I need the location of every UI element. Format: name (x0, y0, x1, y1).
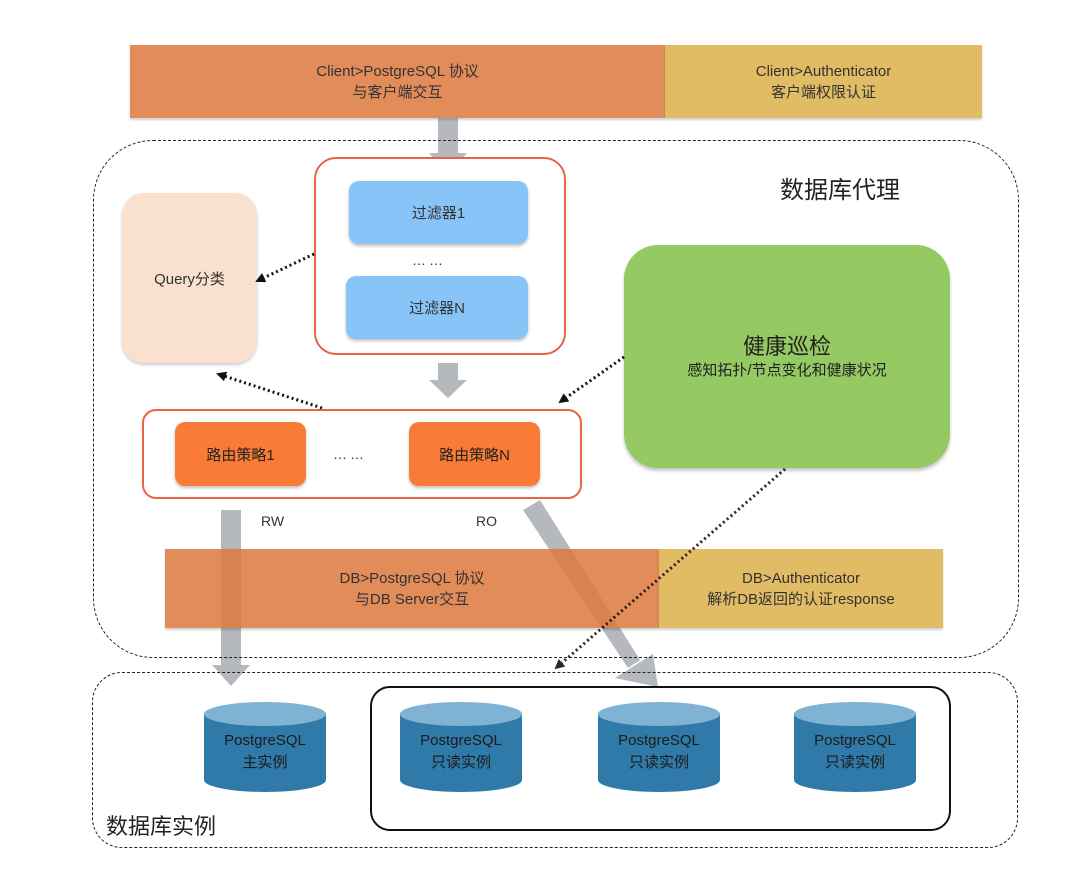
health-check-box: 健康巡检 感知拓扑/节点变化和健康状况 (624, 245, 950, 468)
ro-label: RO (476, 513, 497, 529)
route-last: 路由策略N (409, 422, 540, 486)
client-protocol-line1: Client>PostgreSQL 协议 (316, 62, 479, 80)
rw-label: RW (261, 513, 285, 529)
database-cylinder-icon (598, 702, 720, 792)
health-check-title: 健康巡检 (742, 333, 831, 359)
db-replica-2: PostgreSQL 只读实例 (597, 700, 721, 792)
db-replica-2-line2: 只读实例 (628, 754, 689, 771)
route-first-label: 路由策略1 (206, 446, 275, 464)
client-auth-bar: Client>Authenticator 客户端权限认证 (665, 45, 982, 118)
db-replica-1: PostgreSQL 只读实例 (399, 700, 523, 792)
client-auth-line2: 客户端权限认证 (770, 83, 876, 101)
db-protocol-line2: 与DB Server交互 (354, 590, 470, 608)
instances-title: 数据库实例 (106, 814, 217, 839)
client-auth-line1: Client>Authenticator (755, 62, 892, 80)
filter-first-label: 过滤器1 (411, 205, 466, 222)
filter-ellipsis: …… (412, 252, 446, 268)
client-protocol-bar: Client>PostgreSQL 协议 与客户端交互 (130, 45, 665, 118)
db-replica-1-line1: PostgreSQL (420, 732, 502, 749)
db-replica-3-line2: 只读实例 (824, 754, 885, 771)
db-primary-line2: 主实例 (242, 754, 288, 771)
route-first: 路由策略1 (175, 422, 306, 486)
query-classify-box: Query分类 (122, 193, 257, 363)
filter-first: 过滤器1 (349, 181, 528, 244)
db-replica-1-line2: 只读实例 (430, 754, 491, 771)
db-protocol-bar: DB>PostgreSQL 协议 与DB Server交互 (165, 549, 659, 628)
db-replica-3: PostgreSQL 只读实例 (793, 700, 917, 792)
filter-last: 过滤器N (346, 276, 528, 339)
filter-last-label: 过滤器N (409, 300, 465, 317)
database-cylinder-icon (204, 702, 326, 792)
health-check-subtitle: 感知拓扑/节点变化和健康状况 (687, 361, 887, 379)
db-replica-2-line1: PostgreSQL (618, 732, 700, 749)
database-cylinder-icon (400, 702, 522, 792)
database-cylinder-icon (794, 702, 916, 792)
client-protocol-line2: 与客户端交互 (352, 83, 443, 101)
readonly-group (370, 686, 951, 831)
db-primary: PostgreSQL 主实例 (203, 700, 327, 792)
query-classify-label: Query分类 (154, 270, 225, 288)
db-primary-line1: PostgreSQL (224, 732, 306, 749)
db-auth-bar: DB>Authenticator 解析DB返回的认证response (659, 549, 943, 628)
route-ellipsis: …… (333, 446, 367, 462)
db-auth-line2: 解析DB返回的认证response (707, 590, 895, 608)
db-protocol-line1: DB>PostgreSQL 协议 (339, 569, 485, 587)
proxy-title: 数据库代理 (780, 177, 900, 204)
route-last-label: 路由策略N (439, 446, 510, 464)
instances-frame (92, 672, 1018, 848)
db-auth-line1: DB>Authenticator (742, 569, 860, 587)
db-replica-3-line1: PostgreSQL (814, 732, 896, 749)
